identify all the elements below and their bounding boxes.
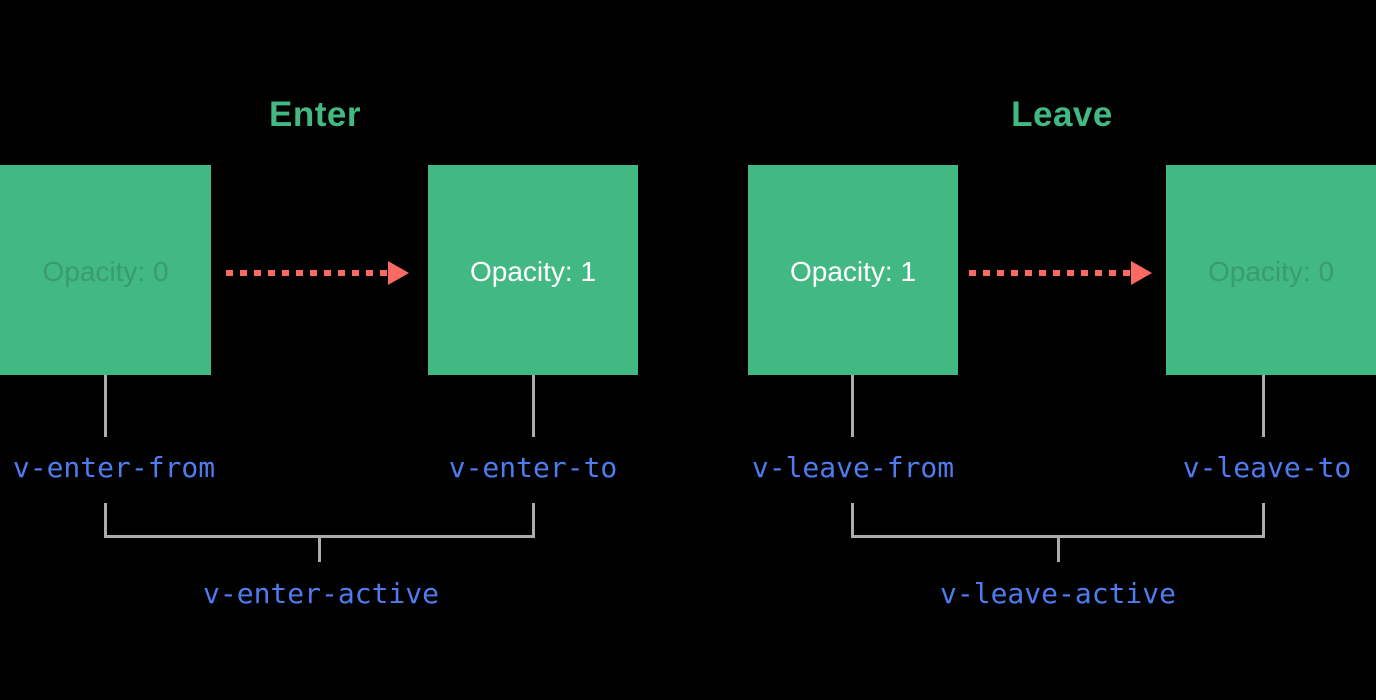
- leave-active-bracket-line: [851, 503, 1265, 538]
- leave-to-opacity-label: Opacity: 0: [1207, 256, 1335, 287]
- leave-to-class-label: v-leave-to: [1182, 451, 1352, 484]
- leave-from-opacity-label: Opacity: 1: [789, 256, 917, 287]
- enter-to-state-box: Opacity: 1: [428, 165, 638, 375]
- leave-from-state-box: Opacity: 1: [748, 165, 958, 375]
- enter-from-opacity-label: Opacity: 0: [42, 256, 169, 287]
- enter-dashed-arrow-icon: [226, 261, 409, 285]
- enter-active-bracket-line: [104, 503, 535, 538]
- leave-to-connector-line: [1262, 375, 1265, 437]
- enter-to-class-label: v-enter-to: [448, 451, 618, 484]
- leave-dashed-arrow-icon: [969, 261, 1152, 285]
- enter-active-stem-line: [318, 537, 321, 562]
- enter-from-connector-line: [104, 375, 107, 437]
- enter-active-class-label: v-enter-active: [202, 577, 440, 610]
- leave-active-stem-line: [1057, 537, 1060, 562]
- leave-to-state-box: Opacity: 0: [1166, 165, 1376, 375]
- leave-title: Leave: [1011, 95, 1113, 135]
- leave-from-connector-line: [851, 375, 854, 437]
- enter-from-state-box: Opacity: 0: [0, 165, 211, 375]
- leave-from-class-label: v-leave-from: [751, 451, 955, 484]
- enter-to-connector-line: [532, 375, 535, 437]
- enter-to-opacity-label: Opacity: 1: [469, 256, 597, 287]
- leave-active-class-label: v-leave-active: [939, 577, 1177, 610]
- enter-title: Enter: [269, 95, 361, 135]
- enter-from-class-label: v-enter-from: [12, 451, 216, 484]
